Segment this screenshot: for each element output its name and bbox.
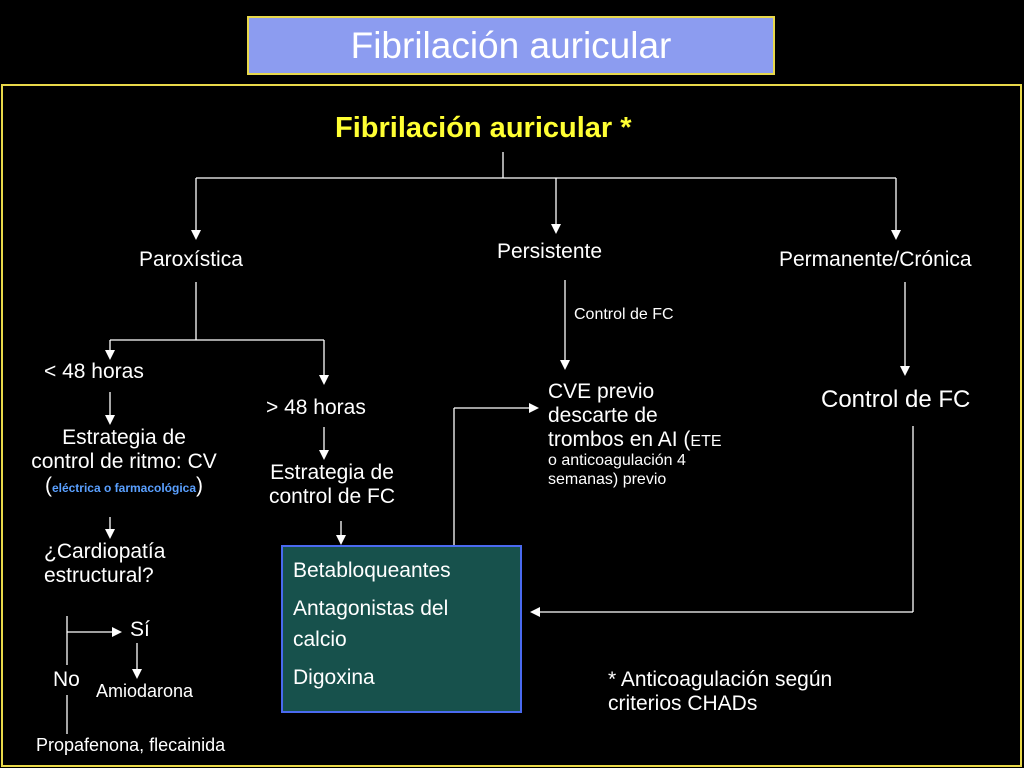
slide-title: Fibrilación auricular [247,16,775,75]
node-propafenona: Propafenona, flecainida [36,735,226,755]
node-estrategia-ritmo: Estrategia de control de ritmo: CV (eléc… [6,426,242,498]
drug-box: Betabloqueantes Antagonistas del calcio … [281,545,522,713]
label-control-fc-small: Control de FC [574,306,674,323]
node-paroxistica: Paroxística [139,248,243,271]
estrategia-ritmo-sub: eléctrica o farmacológica [51,481,197,496]
drug-item: Digoxina [293,665,375,689]
drug-item: calcio [293,628,347,651]
node-amiodarona: Amiodarona [96,681,194,701]
node-estrategia-fc: Estrategia de control de FC [268,461,396,509]
node-persistente: Persistente [497,240,603,263]
drug-item: Betabloqueantes [293,559,451,582]
estrategia-ritmo-line3: (eléctrica o farmacológica) [44,474,204,498]
estrategia-ritmo-line2: control de ritmo: CV [31,450,217,474]
node-permanente: Permanente/Crónica [779,248,972,271]
node-gt48: > 48 horas [266,396,366,419]
node-cardiopatia: ¿Cardiopatía estructural? [44,540,166,588]
label-no: No [53,668,80,691]
drug-item: Antagonistas del [293,596,449,620]
node-cve: CVE previo descarte de trombos en AI (ET… [548,380,722,488]
node-control-fc-right: Control de FC [821,386,971,413]
label-si: Sí [130,618,150,641]
footnote: * Anticoagulación según criterios CHADs [608,668,833,716]
slide-title-text: Fibrilación auricular [350,24,672,66]
estrategia-ritmo-line1: Estrategia de [62,426,186,449]
main-title: Fibrilación auricular * [335,112,632,144]
node-lt48: < 48 horas [44,360,144,383]
